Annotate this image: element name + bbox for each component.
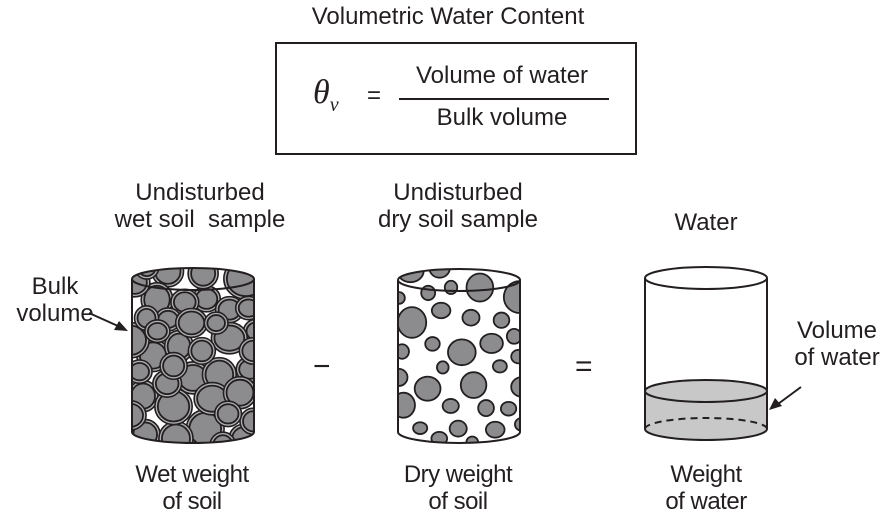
soil-particle: [398, 436, 411, 443]
dry-footer-line2: of soil: [428, 487, 488, 515]
soil-particle: [237, 298, 254, 318]
dry-footer-line1: Dry weight: [403, 461, 513, 488]
soil-particle: [206, 314, 226, 332]
soil-particle: [492, 359, 508, 374]
wet-footer-line2: of soil: [162, 487, 222, 515]
soil-particle: [398, 306, 428, 339]
formula-equals: =: [367, 82, 382, 109]
soil-particle: [484, 420, 506, 439]
dry-top-rim: [397, 268, 521, 292]
formula-numerator: Volume of water: [415, 62, 589, 89]
soil-particle: [514, 416, 520, 432]
soil-particle: [398, 391, 416, 419]
wet-heading-line2: wet soil sample: [114, 205, 286, 233]
water-heading: Water: [626, 209, 786, 237]
soil-particle: [448, 419, 468, 438]
dry-heading-line1: Undisturbed: [393, 179, 523, 206]
dry-soil-cylinder: [397, 268, 521, 444]
soil-particle: [190, 339, 214, 363]
formula-box: θv = Volume of water Bulk volume: [275, 42, 637, 155]
minus-operator: −: [313, 350, 331, 383]
soil-particle: [465, 272, 495, 303]
soil-particle: [443, 279, 459, 295]
dry-soil-particles: [398, 269, 520, 443]
dry-weight-label: Dry weight of soil: [368, 461, 548, 516]
water-body: [645, 391, 767, 440]
soil-particle: [161, 423, 191, 443]
vow-line2: of water: [794, 343, 880, 371]
soil-particle: [177, 310, 206, 336]
soil-particle: [162, 354, 186, 378]
wet-footer-line1: Wet weight: [135, 461, 249, 488]
wet-weight-label: Wet weight of soil: [102, 461, 282, 516]
bulk-arrow-shaft: [88, 312, 119, 327]
bulk-arrow-head: [114, 321, 128, 331]
wet-sample-heading: Undisturbed wet soil sample: [110, 179, 290, 234]
soil-particle: [245, 321, 254, 341]
wet-bottom-rim: [131, 431, 255, 444]
volume-of-water-arrow: [769, 386, 802, 410]
soil-particle: [398, 291, 406, 305]
wet-top-rim: [131, 267, 255, 291]
soil-particle: [510, 376, 520, 398]
water-surface: [644, 379, 768, 403]
soil-particle: [428, 269, 451, 279]
theta-letter: θ: [313, 74, 330, 111]
bulk-line2: volume: [16, 299, 94, 327]
soil-particle: [492, 311, 511, 329]
soil-particle: [212, 434, 234, 443]
dry-heading-line2: dry soil sample: [377, 205, 539, 233]
water-footer-line2: of water: [665, 487, 747, 515]
water-cylinder: [644, 266, 768, 441]
fraction-line: [399, 98, 609, 100]
theta-subscript: v: [329, 94, 339, 116]
soil-particle: [477, 399, 495, 417]
soil-particle: [436, 360, 450, 375]
bulk-volume-arrow: [88, 312, 128, 331]
equals-operator: =: [575, 350, 593, 383]
soil-particle: [132, 324, 147, 356]
soil-particle: [424, 336, 441, 352]
formula-denominator: Bulk volume: [436, 104, 568, 131]
soil-particle: [461, 308, 481, 327]
water-heading-line1: Water: [674, 209, 738, 236]
soil-particle: [447, 338, 477, 367]
dry-bottom-rim: [397, 431, 521, 444]
soil-particle: [413, 375, 442, 402]
water-top-rim: [644, 266, 768, 290]
volume-of-water-label: Volume of water: [778, 317, 896, 372]
soil-particle: [146, 322, 168, 341]
dry-sample-heading: Undisturbed dry soil sample: [368, 179, 548, 234]
soil-particle: [225, 268, 254, 298]
soil-particle: [459, 371, 488, 399]
soil-particle: [479, 332, 504, 354]
water-weight-label: Weight of water: [626, 461, 786, 516]
vow-line1: Volume: [796, 317, 878, 344]
soil-particle: [412, 421, 429, 435]
vow-arrow-head: [769, 398, 782, 410]
wet-soil-cylinder: [131, 267, 255, 444]
water-footer-line1: Weight: [670, 461, 742, 488]
wet-heading-line1: Undisturbed: [135, 179, 265, 206]
soil-particle: [441, 398, 460, 414]
soil-particle: [132, 362, 150, 382]
water-bottom-rim: [644, 428, 768, 441]
water-hidden-bottom: [644, 417, 768, 430]
wet-soil-particles: [132, 268, 254, 443]
soil-particle: [505, 327, 520, 345]
soil-particle: [132, 402, 144, 428]
vow-arrow-shaft: [777, 386, 802, 405]
soil-particle: [420, 284, 437, 301]
soil-particle: [500, 400, 518, 417]
soil-particle: [510, 348, 520, 365]
soil-particle: [430, 301, 452, 320]
diagram-title: Volumetric Water Content: [311, 3, 585, 30]
bulk-volume-label: Bulk volume: [10, 273, 100, 328]
bulk-line1: Bulk: [31, 273, 79, 300]
theta-symbol: θv: [313, 74, 339, 117]
soil-particle: [216, 403, 240, 425]
soil-particle: [190, 268, 217, 287]
